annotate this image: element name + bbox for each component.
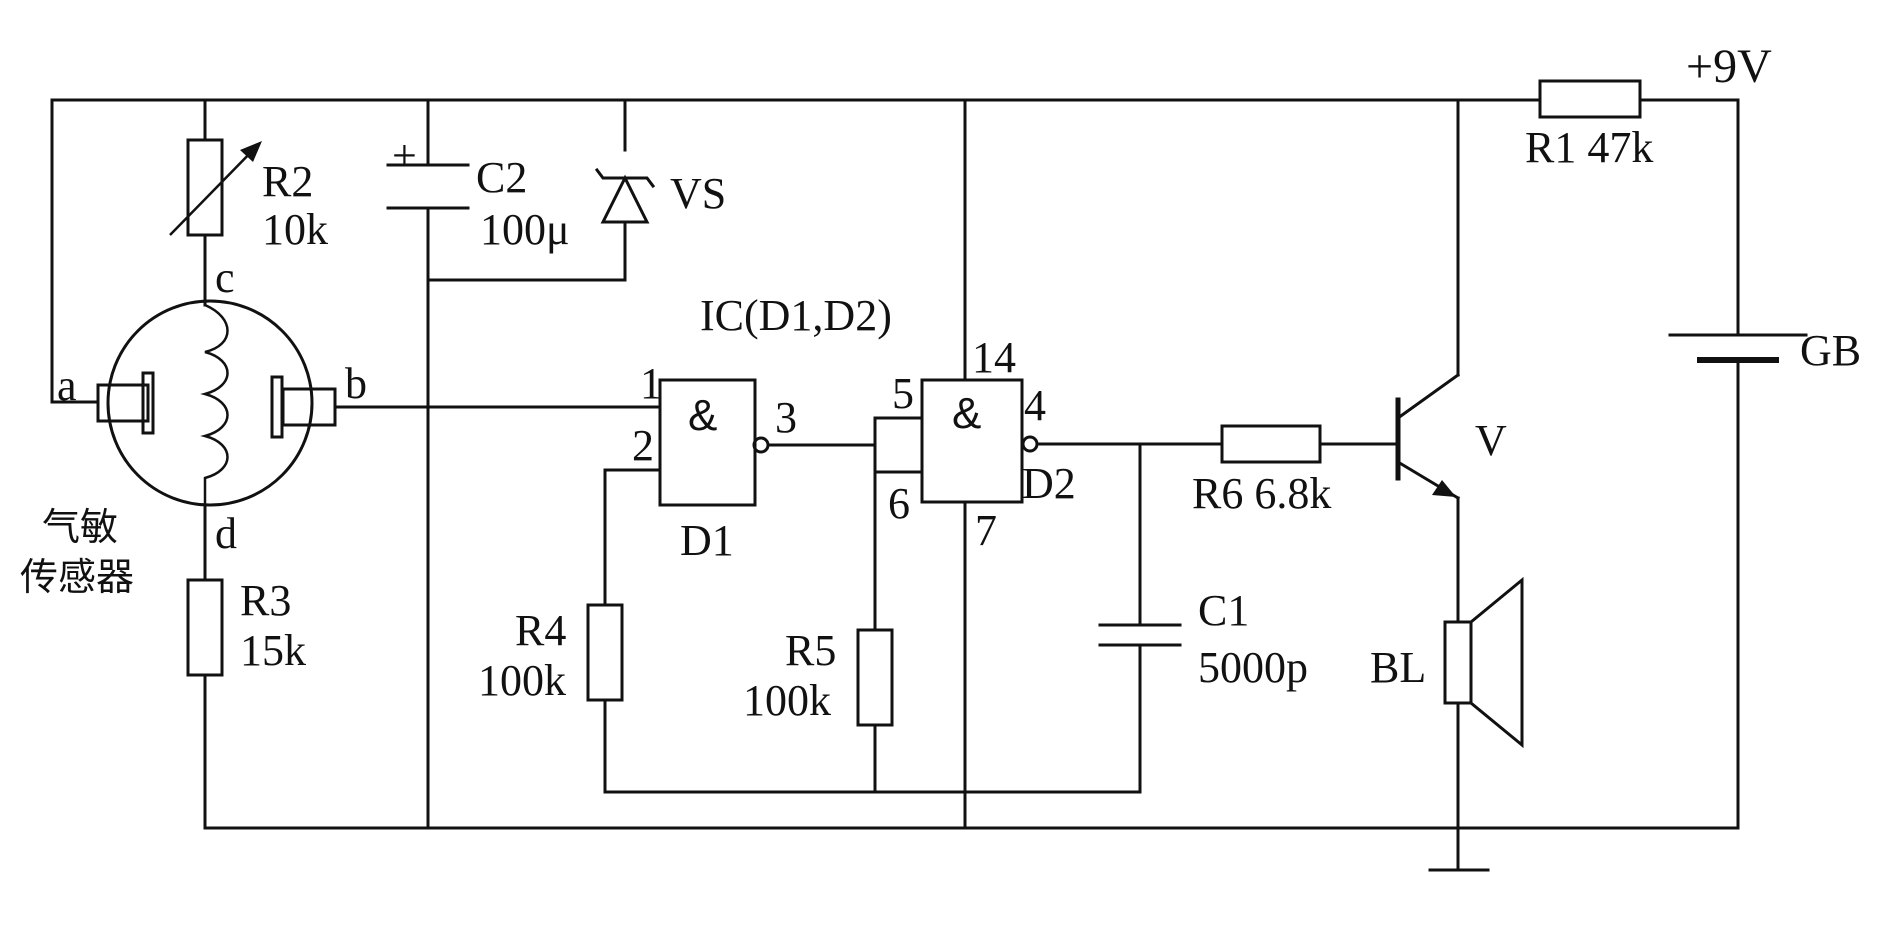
gas-sensor-body: [106, 299, 314, 507]
d2-gate: [920, 378, 1024, 504]
r4-value-label: 100k: [478, 656, 566, 705]
vs-zener-bar: [594, 167, 656, 189]
d2-gate-symbol: &: [952, 389, 981, 438]
transistor-collector: [1395, 372, 1461, 421]
r5-value-label: 100k: [743, 676, 831, 725]
r1-resistor: [1538, 79, 1642, 119]
wires: [50, 98, 1740, 872]
pin2-label: 2: [632, 421, 654, 470]
gb-label: GB: [1800, 326, 1861, 375]
speaker-label: BL: [1370, 643, 1426, 692]
supply-label: +9V: [1686, 40, 1772, 93]
vs-zener-body: [600, 174, 650, 224]
pin4-label: 4: [1024, 381, 1046, 430]
sensor-label-line2: 传感器: [20, 555, 134, 599]
d2-inverter-bubble: [1021, 435, 1039, 453]
speaker-cone-icon: [1469, 576, 1524, 749]
node-d-label: d: [215, 509, 237, 558]
speaker-magnet: [1443, 620, 1473, 705]
transistor-emitter-arrow-icon: [1432, 480, 1456, 497]
sensor-electrode-b: [281, 387, 337, 427]
node-b-label: b: [345, 359, 367, 408]
sensor-electrode-a-plate: [141, 371, 155, 435]
sensor-electrode-b-plate: [270, 375, 284, 439]
pin5-label: 5: [892, 369, 914, 418]
r5-name-label: R5: [785, 626, 836, 675]
c2-value-label: 100μ: [480, 205, 570, 254]
r3-name-label: R3: [240, 576, 291, 625]
d1-label: D1: [680, 516, 734, 565]
r2-arrowhead-icon: [240, 141, 262, 162]
node-a-label: a: [57, 361, 77, 410]
r2-variable-arrow: [169, 144, 259, 236]
pin14-label: 14: [972, 333, 1016, 382]
pin1-label: 1: [640, 359, 662, 408]
r2-value-label: 10k: [262, 205, 328, 254]
pin3-label: 3: [775, 393, 797, 442]
sensor-heater-coil-icon: [200, 303, 229, 505]
r4-name-label: R4: [515, 606, 566, 655]
ic-label: IC(D1,D2): [700, 291, 892, 340]
c2-name-label: C2: [476, 153, 527, 202]
r6-resistor: [1220, 424, 1322, 464]
r1-label: R1 47k: [1525, 123, 1653, 172]
r2-resistor: [186, 138, 224, 237]
r4-resistor: [586, 603, 624, 702]
d2-label: D2: [1022, 459, 1076, 508]
r3-resistor: [186, 578, 224, 677]
d1-inverter-bubble: [752, 436, 770, 454]
pin7-label: 7: [975, 506, 997, 555]
r6-label: R6 6.8k: [1192, 469, 1331, 518]
pin6-label: 6: [888, 479, 910, 528]
vs-label: VS: [670, 169, 726, 218]
c1-value-label: 5000p: [1198, 643, 1308, 692]
c1-name-label: C1: [1198, 586, 1249, 635]
r2-name-label: R2: [262, 157, 313, 206]
transistor-label: V: [1475, 416, 1507, 465]
node-c-label: c: [215, 253, 235, 302]
r5-resistor: [856, 628, 894, 727]
sensor-electrode-a: [96, 383, 150, 423]
r3-value-label: 15k: [240, 626, 306, 675]
c2-polarity-label: +: [392, 131, 417, 180]
d1-gate-symbol: &: [688, 391, 717, 440]
sensor-label-line1: 气敏: [42, 505, 118, 549]
